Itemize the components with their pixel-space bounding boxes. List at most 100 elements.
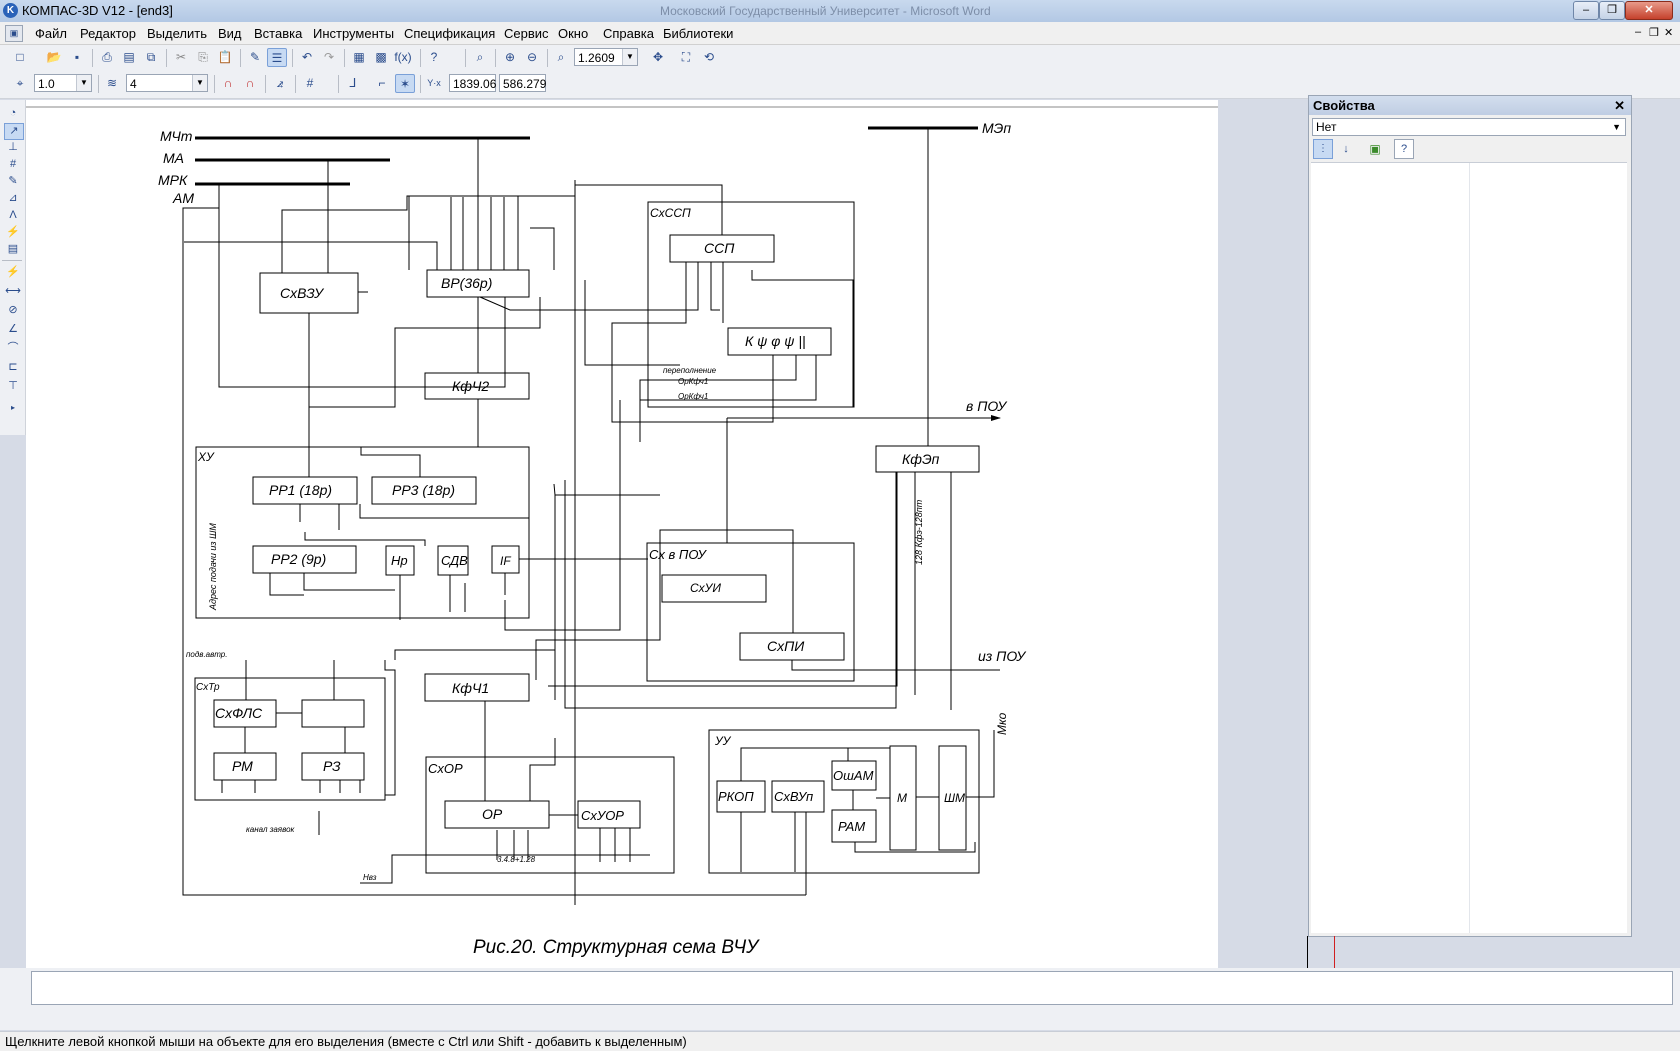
menu-file[interactable]: Файл (35, 26, 67, 41)
cursor-step-icon[interactable]: ⌖ (16, 76, 24, 90)
menu-service[interactable]: Сервис (504, 26, 549, 41)
linear-dimension-icon[interactable]: ⟷ (5, 285, 21, 297)
block-sxui: СхУИ (690, 581, 721, 595)
manager-icon[interactable]: ▦ (353, 50, 365, 64)
close-icon[interactable]: ✕ (1614, 98, 1625, 113)
property-pages-icon[interactable]: ▣ (1369, 142, 1381, 156)
maximize-button[interactable]: ❐ (1599, 1, 1625, 20)
round-mode-icon[interactable]: ✶ (395, 74, 415, 93)
cut-icon[interactable]: ✂ (175, 50, 187, 64)
spec-icon[interactable]: ⚡ (6, 226, 20, 238)
geometry-icon[interactable]: ◔ (9, 107, 17, 119)
select-icon[interactable]: Λ (9, 209, 17, 221)
sort-alphabetical-icon[interactable]: ↓ (1343, 143, 1349, 155)
height-dimension-icon[interactable]: ⊤ (8, 380, 18, 392)
reports-icon[interactable]: ▤ (7, 243, 19, 255)
zoom-out-icon[interactable]: ⊖ (526, 50, 538, 64)
zoom-window-icon[interactable]: ⌕ (476, 50, 484, 64)
copy-icon[interactable]: ⎘ (198, 50, 208, 64)
menu-libraries[interactable]: Библиотеки (663, 26, 734, 41)
block-sxvzu: СхВЗУ (280, 285, 325, 301)
auto-line-icon[interactable]: ⚡ (6, 266, 20, 278)
zoom-scale-icon[interactable]: ⌕ (557, 50, 565, 64)
ortho-mode-icon[interactable]: ⌐ (378, 76, 386, 90)
open-folder-icon[interactable]: 📂 (46, 50, 62, 64)
radial-dimension-icon[interactable]: ⊏ (8, 361, 18, 373)
menu-view[interactable]: Вид (218, 26, 242, 41)
zoom-in-icon[interactable]: ⊕ (504, 50, 516, 64)
layer-combo[interactable]: 4▼ (126, 74, 208, 92)
label-adres: Адрес подачи из ШМ (208, 523, 218, 611)
menu-specification[interactable]: Спецификация (404, 26, 496, 41)
grid-icon[interactable]: # (306, 76, 314, 90)
block-rz: РЗ (323, 758, 341, 774)
kompas-app-icon[interactable]: K (3, 3, 18, 18)
measure-icon[interactable]: ⊿ (8, 192, 18, 204)
pan-icon[interactable]: ✥ (652, 50, 664, 64)
redo-icon[interactable]: ↷ (323, 50, 335, 64)
chevron-down-icon[interactable]: ▼ (622, 49, 637, 65)
angle-dimension-icon[interactable]: ∠ (8, 323, 18, 335)
help-pointer-icon[interactable]: ? (430, 50, 438, 64)
coordinate-y-value: 586.279 (503, 77, 547, 91)
paste-icon[interactable]: 📋 (217, 50, 233, 64)
command-line[interactable] (31, 971, 1673, 1005)
block-sdv: СДВ (441, 553, 468, 568)
object-selector[interactable]: Нет ▼ (1312, 118, 1626, 136)
menu-insert[interactable]: Вставка (254, 26, 303, 41)
print-icon[interactable]: ⎙ (102, 50, 112, 64)
block-kphi: К ψ φ ψ || (745, 333, 806, 349)
function-icon[interactable]: f(x) (394, 50, 412, 64)
menu-window[interactable]: Окно (558, 26, 589, 41)
parametrization-icon[interactable]: ✎ (8, 175, 18, 187)
drawing-canvas[interactable]: МЧт МА МРК АМ МЭп СхВЗУ ВР(36р) КфЧ2 ССП… (26, 100, 1218, 970)
block-sxvup: СхВУп (774, 789, 813, 804)
export-icon[interactable]: ⧉ (146, 50, 156, 64)
label-perepolnenie: переполнение (663, 366, 717, 375)
step-combo[interactable]: 1.0▼ (34, 74, 92, 92)
close-button[interactable]: ✕ (1625, 1, 1673, 20)
coordinate-y-field[interactable]: 586.279 (499, 74, 546, 92)
help-icon[interactable]: ? (1394, 139, 1414, 159)
chevron-down-icon[interactable]: ▼ (1612, 122, 1621, 132)
new-document-icon[interactable]: □ (16, 50, 24, 64)
layers-icon[interactable]: ≋ (106, 76, 118, 90)
label-kfep-bus: 128 Кфэ-128пт (914, 499, 924, 565)
variables-icon[interactable]: ▩ (375, 50, 387, 64)
menu-select[interactable]: Выделить (147, 26, 207, 41)
menu-tools[interactable]: Инструменты (313, 26, 395, 41)
properties-toggle-icon[interactable]: ☰ (267, 48, 287, 67)
label-v-pou: в ПОУ (966, 398, 1008, 414)
ortho-icon[interactable]: ⦨ (276, 76, 284, 90)
refresh-icon[interactable]: ⟲ (703, 50, 715, 64)
coordinate-x-field[interactable]: 1839.06 (449, 74, 496, 92)
chevron-down-icon[interactable]: ▼ (76, 75, 91, 91)
minimize-button[interactable]: – (1573, 1, 1599, 20)
dimensions-icon[interactable]: ↗ (4, 123, 24, 140)
bus-ma-label: МА (163, 150, 184, 166)
diameter-dimension-icon[interactable]: ⊘ (8, 304, 18, 316)
symbols-icon[interactable]: ⊥ (8, 141, 18, 153)
label-orkfch1-b: ОрКфч1 (678, 392, 708, 401)
menu-help[interactable]: Справка (603, 26, 654, 41)
block-vr: ВР(36р) (441, 275, 492, 291)
save-icon[interactable]: ▪ (74, 50, 80, 64)
categorized-view-icon[interactable]: ⋮ (1313, 139, 1333, 159)
expand-icon[interactable]: ▸ (10, 403, 15, 412)
mdi-restore-button[interactable]: ❐ (1649, 27, 1659, 39)
mdi-minimize-button[interactable]: – (1635, 26, 1642, 38)
chevron-down-icon[interactable]: ▼ (192, 75, 207, 91)
mdi-close-button[interactable]: ✕ (1664, 27, 1674, 39)
menu-edit[interactable]: Редактор (80, 26, 136, 41)
undo-icon[interactable]: ↶ (301, 50, 313, 64)
snap-icon[interactable]: ∩ (223, 76, 233, 90)
print-preview-icon[interactable]: ▤ (123, 50, 135, 64)
local-cs-icon[interactable]: ⅃ (349, 76, 357, 90)
document-icon[interactable]: ▣ (5, 25, 23, 42)
snap-settings-icon[interactable]: ∩ (245, 76, 255, 90)
edit-icon[interactable]: # (9, 158, 17, 170)
fit-icon[interactable]: ⛶ (681, 50, 691, 64)
zoom-combo[interactable]: 1.2609▼ (574, 48, 638, 66)
arc-dimension-icon[interactable]: ⌒ (7, 342, 19, 354)
format-brush-icon[interactable]: ✎ (249, 50, 261, 64)
